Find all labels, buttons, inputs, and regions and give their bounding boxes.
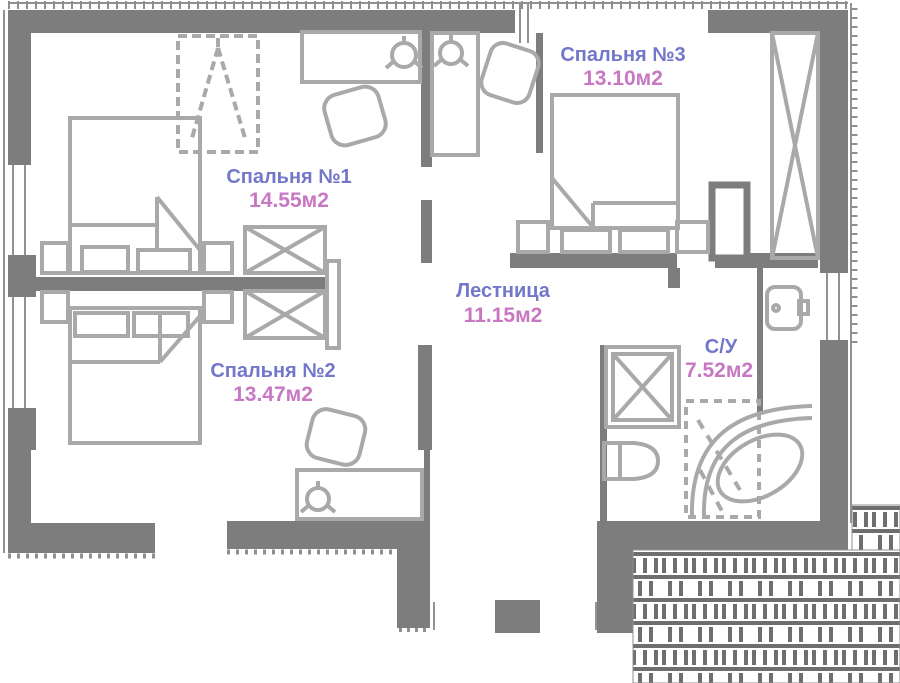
desk-bedroom-2 — [295, 468, 424, 521]
room-label-bathroom-name: С/У — [705, 336, 738, 358]
chair-bedroom-2 — [304, 407, 368, 467]
nightstand — [202, 241, 234, 275]
nightstand — [516, 220, 550, 254]
chair-bedroom-1 — [322, 84, 388, 148]
nightstand — [675, 220, 710, 254]
terrace-hatch-area — [632, 504, 900, 683]
room-label-staircase-area: 11.15м2 — [464, 304, 543, 327]
toilet — [602, 441, 661, 481]
bed-bedroom-2 — [68, 306, 202, 445]
shower-tray — [604, 345, 681, 429]
storage-box-x — [243, 225, 327, 275]
bed-bedroom-3 — [550, 93, 680, 254]
nightstand — [40, 290, 70, 324]
wardrobe-bedroom-1 — [176, 34, 260, 154]
water-heater — [765, 285, 810, 331]
nightstand — [202, 290, 234, 324]
storage-box-x — [243, 289, 327, 340]
walls — [8, 10, 848, 633]
bathtub — [684, 399, 813, 519]
room-label-bedroom-1-name: Спальня №1 — [226, 166, 351, 188]
door-leaf — [325, 259, 341, 350]
desk-bedroom-1 — [300, 30, 424, 84]
wardrobe-bedroom-3 — [770, 31, 820, 260]
nightstand — [40, 241, 70, 275]
room-labels: Спальня №1 Спальня №2 Спальня №3 Лестниц… — [210, 44, 753, 406]
room-label-bedroom-2-name: Спальня №2 — [210, 360, 335, 382]
room-label-staircase-name: Лестница — [456, 280, 551, 302]
room-label-bathroom-area: 7.52м2 — [685, 359, 753, 382]
furniture — [40, 30, 820, 521]
chair-nook — [479, 40, 541, 106]
vent-shaft — [708, 181, 751, 262]
room-label-bedroom-3-area: 13.10м2 — [583, 67, 663, 90]
room-label-bedroom-3-name: Спальня №3 — [560, 44, 685, 66]
room-label-bedroom-2-area: 13.47м2 — [233, 383, 313, 406]
bed-bedroom-1 — [68, 116, 202, 275]
desk-nook — [430, 31, 480, 157]
room-label-bedroom-1-area: 14.55м2 — [249, 189, 329, 212]
